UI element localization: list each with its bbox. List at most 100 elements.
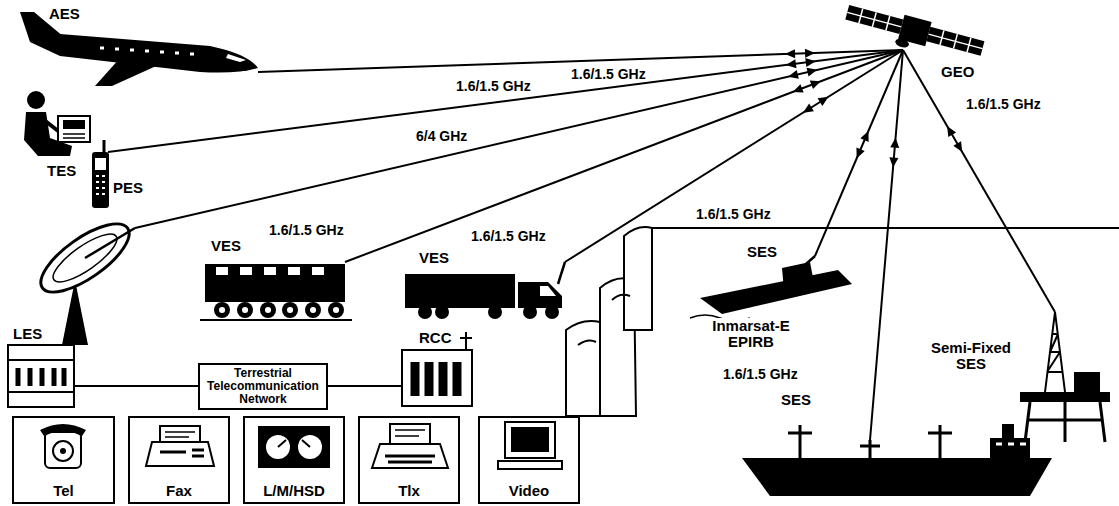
frequency-label: 1.6/1.5 GHz <box>722 366 799 382</box>
platform-deck <box>1020 392 1110 402</box>
radio-link <box>565 50 903 262</box>
monitor <box>505 422 555 458</box>
portable-phone <box>92 140 109 208</box>
dish-feed <box>85 228 135 258</box>
frequency-label: 1.6/1.5 GHz <box>570 66 647 82</box>
wheel <box>435 305 449 319</box>
telex-body <box>372 444 448 468</box>
sinking-ship <box>690 256 852 321</box>
wing <box>95 58 165 86</box>
cliff-contour <box>578 295 630 345</box>
box-text: Tlx <box>398 482 420 499</box>
station-name: Inmarsat-E EPIRB <box>700 318 802 350</box>
station-name: SES <box>746 244 778 260</box>
phone-keys <box>96 176 105 194</box>
rcc-windows <box>415 362 457 396</box>
ship-bridge <box>782 262 814 290</box>
land-earth-station <box>8 212 198 407</box>
station-name: GEO <box>940 64 975 80</box>
oil-platform <box>1020 312 1110 442</box>
frequency-label: 6/4 GHz <box>415 128 468 144</box>
radio-link <box>345 50 903 262</box>
station-name: VES <box>210 238 242 254</box>
phone-base <box>45 432 81 468</box>
data-terminal-icon <box>258 426 330 468</box>
dish-reflector <box>31 212 139 304</box>
station-name: AES <box>48 6 81 22</box>
station-building <box>8 345 74 407</box>
station-name: Semi-Fixed SES <box>922 340 1020 372</box>
arrow-head <box>805 58 815 67</box>
truck-cab <box>518 282 562 308</box>
radio-link <box>903 50 1055 312</box>
cab-window <box>540 286 556 296</box>
arrow-head <box>805 49 815 58</box>
satellite-antenna <box>894 37 910 48</box>
phone-body <box>92 152 109 208</box>
phone-antenna <box>103 140 106 152</box>
arrow-head <box>890 138 899 148</box>
arrow-head <box>788 70 799 79</box>
cliff <box>624 227 652 330</box>
monitor-screen <box>511 427 549 452</box>
box-text: Tel <box>53 482 74 499</box>
box-text: Terrestrial Telecommunication Network <box>204 367 322 406</box>
truck-antenna <box>558 262 565 284</box>
terminal-box: Fax <box>128 416 230 504</box>
frequency-label: 1.6/1.5 GHz <box>268 222 345 238</box>
fax-keys <box>160 450 204 456</box>
arrow-head <box>810 81 821 89</box>
wheel-hubs <box>222 307 336 313</box>
arrow-head <box>856 148 864 159</box>
bridge-windows <box>996 443 1026 446</box>
aircraft <box>20 12 258 86</box>
wheel <box>523 305 537 319</box>
station-name: RCC <box>418 330 453 346</box>
train <box>200 264 352 320</box>
transportable-terminal <box>24 91 90 156</box>
station-name: SES <box>780 392 812 408</box>
terminal-box: Tel <box>12 416 115 504</box>
rcc-antenna <box>460 332 472 350</box>
person-head <box>27 91 45 109</box>
truck <box>405 262 565 319</box>
dial-centre <box>60 448 66 454</box>
cockpit-window <box>226 54 246 62</box>
building-windows <box>18 368 64 386</box>
arrow-head <box>807 68 818 77</box>
box-text: L/M/HSD <box>263 482 325 499</box>
frequency-label: 1.6/1.5 GHz <box>470 228 547 244</box>
handset <box>40 424 86 436</box>
terminal-case <box>258 426 330 468</box>
cliff <box>566 321 602 416</box>
wheel <box>418 305 432 319</box>
radio-link <box>135 50 903 228</box>
arrow-head <box>785 49 795 58</box>
platform-legs <box>1025 402 1105 442</box>
network-wire <box>328 385 402 387</box>
terminal-box: L/M/HSD <box>243 416 345 504</box>
network-box: Terrestrial Telecommunication Network <box>198 363 328 410</box>
radio-link <box>108 50 903 152</box>
station-name: TES <box>46 163 77 179</box>
terminal-screen <box>63 120 85 129</box>
arrow-head <box>889 157 898 167</box>
train-windows <box>216 267 324 275</box>
station-name: PES <box>112 180 144 196</box>
telex-paper <box>390 424 430 444</box>
terminal-box <box>58 116 90 142</box>
phone-screen <box>95 158 106 170</box>
arrow-head <box>947 126 956 137</box>
ship-funnel <box>1002 424 1014 440</box>
trailer <box>405 274 515 308</box>
fax-body <box>146 442 214 466</box>
frequency-label: 1.6/1.5 GHz <box>455 78 532 94</box>
arrow-head <box>786 59 796 68</box>
arrow-head <box>803 104 814 113</box>
paper-lines <box>165 432 195 437</box>
telephone-icon <box>40 424 86 468</box>
wheel <box>488 305 502 319</box>
terminal-keys <box>63 134 85 138</box>
paper-lines <box>395 430 425 436</box>
